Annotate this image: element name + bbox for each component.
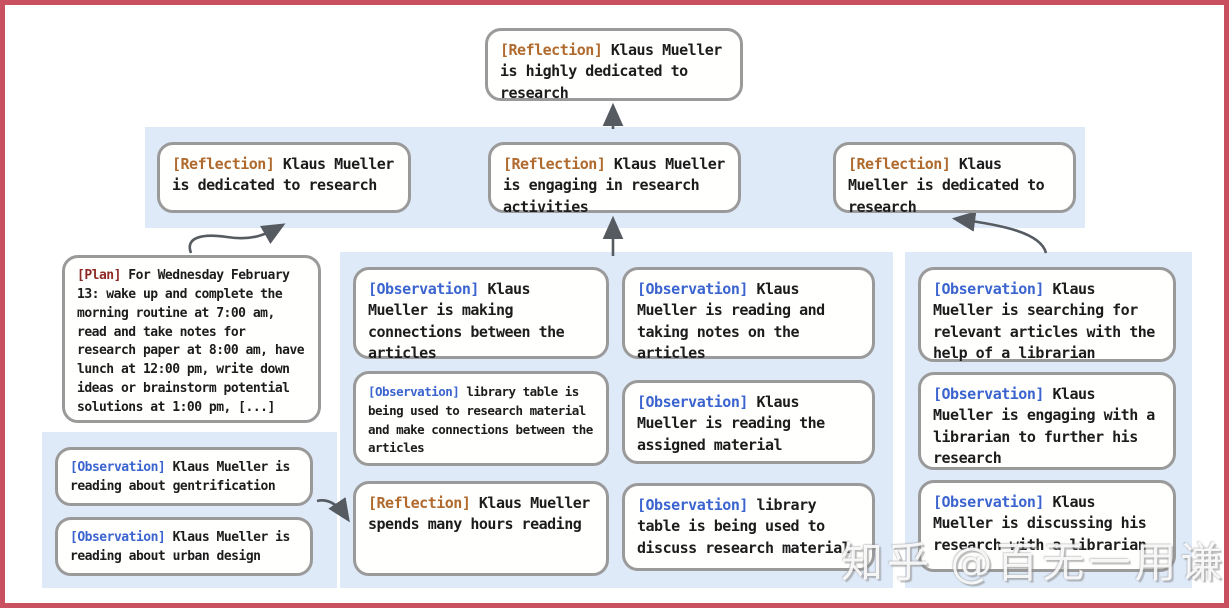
node-text: Klaus Mueller is reading and taking note…: [637, 280, 825, 362]
node-text: Klaus Mueller is making connections betw…: [368, 280, 565, 362]
node-observation-discussing-research: [Observation] Klaus Mueller is discussin…: [918, 480, 1176, 572]
node-text: library table is being used to research …: [368, 384, 593, 456]
node-reflection-1: [Reflection] Klaus Mueller is dedicated …: [157, 142, 411, 213]
node-text: Klaus Mueller is reading the assigned ma…: [637, 393, 825, 454]
node-observation-library-table-research: [Observation] library table is being use…: [353, 371, 609, 466]
observation-label: [Observation]: [637, 393, 748, 411]
node-observation-urban-design: [Observation] Klaus Mueller is reading a…: [55, 517, 313, 576]
edge-plan-to-r1: [188, 223, 286, 254]
reflection-label: [Reflection]: [368, 494, 471, 512]
node-text: Klaus Mueller is reading about urban des…: [70, 530, 290, 564]
node-text: Klaus Mueller is reading about gentrific…: [70, 460, 290, 494]
observation-label: [Observation]: [933, 385, 1044, 403]
observation-label: [Observation]: [933, 493, 1044, 511]
plan-label: [Plan]: [77, 268, 121, 283]
reflection-label: [Reflection]: [172, 155, 275, 173]
reflection-label: [Reflection]: [503, 155, 606, 173]
node-reflection-spends-hours-reading: [Reflection] Klaus Mueller spends many h…: [353, 481, 609, 576]
observation-label: [Observation]: [637, 496, 748, 514]
reflection-label: [Reflection]: [848, 155, 951, 173]
node-text: Klaus Mueller is engaging in research ac…: [503, 155, 725, 216]
node-observation-assigned-material: [Observation] Klaus Mueller is reading t…: [622, 380, 875, 464]
node-observation-library-table-discuss: [Observation] library table is being use…: [622, 483, 875, 571]
node-observation-taking-notes: [Observation] Klaus Mueller is reading a…: [622, 267, 875, 362]
node-root-reflection: [Reflection] Klaus Mueller is highly ded…: [485, 28, 743, 102]
node-text: Klaus Mueller spends many hours reading: [368, 494, 590, 534]
node-text: Klaus Mueller is discussing his research…: [933, 493, 1147, 554]
observation-label: [Observation]: [368, 384, 460, 399]
node-text: library table is being used to discuss r…: [637, 496, 851, 557]
observation-label: [Observation]: [637, 280, 748, 298]
node-plan: [Plan] For Wednesday February 13: wake u…: [62, 255, 321, 423]
node-text: Klaus Mueller is dedicated to research: [848, 155, 1045, 216]
reflection-label: [Reflection]: [500, 41, 603, 59]
node-observation-engaging-librarian: [Observation] Klaus Mueller is engaging …: [918, 372, 1176, 470]
node-reflection-3: [Reflection] Klaus Mueller is dedicated …: [833, 142, 1076, 216]
node-observation-making-connections: [Observation] Klaus Mueller is making co…: [353, 267, 609, 362]
observation-label: [Observation]: [70, 460, 166, 475]
node-reflection-2: [Reflection] Klaus Mueller is engaging i…: [488, 142, 741, 216]
observation-label: [Observation]: [70, 530, 166, 545]
node-text: Klaus Mueller is searching for relevant …: [933, 280, 1155, 362]
observation-label: [Observation]: [368, 280, 479, 298]
node-text: For Wednesday February 13: wake up and c…: [77, 268, 305, 415]
node-observation-searching-articles: [Observation] Klaus Mueller is searching…: [918, 267, 1176, 362]
node-text: Klaus Mueller is dedicated to research: [172, 155, 394, 195]
zhihu-watermark: 知乎 @百无一用谦书生: [841, 538, 1227, 587]
node-text: Klaus Mueller is highly dedicated to res…: [500, 41, 722, 102]
node-text: Klaus Mueller is engaging with a librari…: [933, 385, 1155, 467]
node-observation-gentrification: [Observation] Klaus Mueller is reading a…: [55, 447, 313, 506]
observation-label: [Observation]: [933, 280, 1044, 298]
